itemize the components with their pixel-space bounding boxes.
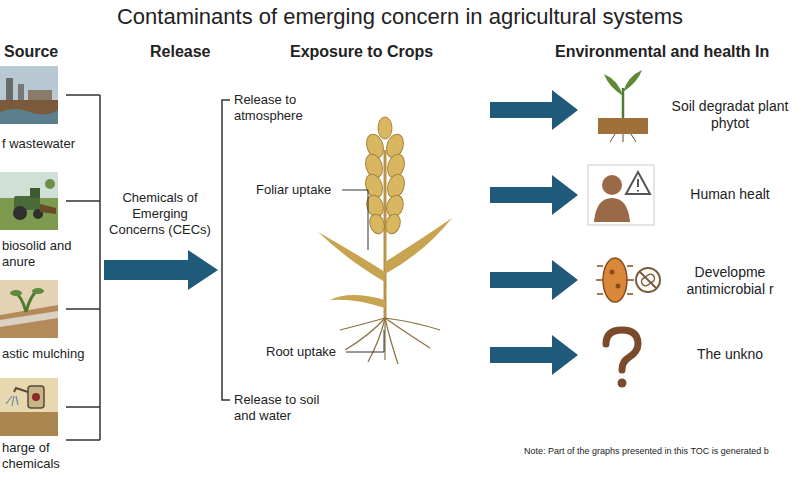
- impact-arrows: [490, 90, 578, 375]
- column-header: Exposure to Crops: [290, 42, 433, 62]
- flow-label: Chemicals of Emerging Concerns (CECs): [104, 190, 216, 238]
- source-panel: f wastewater: [2, 136, 94, 154]
- panel-caption: Soil degradat plant phytot: [668, 98, 792, 132]
- release-label: Release to soil and water: [234, 392, 334, 424]
- release-label: Release to atmosphere: [234, 92, 324, 124]
- panel-caption: harge of chemicals: [2, 440, 82, 472]
- question-icon: [606, 330, 638, 388]
- foliar-leader: [342, 190, 368, 250]
- panel-caption: f wastewater: [2, 136, 94, 152]
- manure-picture: [0, 172, 58, 230]
- column-header: Release: [150, 42, 211, 62]
- panel-caption: Developme antimicrobial r: [668, 264, 792, 298]
- uptake-label: Foliar uptake: [256, 182, 331, 198]
- antimicrobial-icon: [596, 258, 660, 302]
- impact-panel: The unkno: [668, 346, 792, 365]
- panel-caption: Human healt: [668, 186, 792, 203]
- release-bracket: [222, 100, 230, 400]
- wastewater-picture: [0, 66, 58, 124]
- source-panel: astic mulching: [2, 346, 98, 364]
- seedling-icon: [598, 70, 648, 142]
- impact-panel: Developme antimicrobial r: [668, 264, 792, 300]
- mulching-picture: [0, 280, 58, 338]
- column-header: Environmental and health In: [555, 42, 769, 62]
- release-arrow: [104, 250, 218, 290]
- root-leader: [346, 330, 384, 352]
- panel-caption: astic mulching: [2, 346, 98, 362]
- human-health-icon: [588, 165, 654, 225]
- source-panel: harge of chemicals: [2, 440, 82, 474]
- uptake-label: Root uptake: [266, 344, 336, 360]
- column-header: Source: [4, 42, 58, 62]
- note-text: Note: Part of the graphs presented in th…: [524, 446, 769, 457]
- source-panel: biosolid and anure: [2, 238, 86, 272]
- panel-caption: biosolid and anure: [2, 238, 86, 270]
- wheat-plant: [318, 117, 452, 364]
- impact-panel: Soil degradat plant phytot: [668, 98, 792, 134]
- panel-caption: The unkno: [668, 346, 792, 363]
- chemicals-picture: [0, 378, 58, 436]
- diagram-title: Contaminants of emerging concern in agri…: [0, 4, 800, 31]
- impact-panel: Human healt: [668, 186, 792, 205]
